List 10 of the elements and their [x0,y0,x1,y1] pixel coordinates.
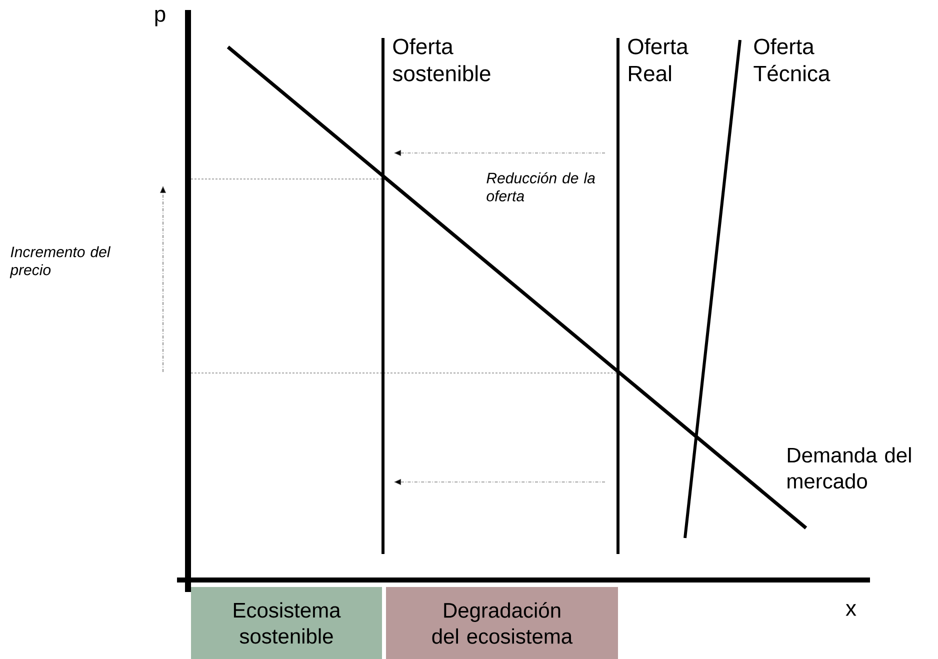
axis-label: p [155,10,166,26]
axis-label: Incremento del precio [10,246,111,278]
region-band: Degradación del ecosistema [386,587,618,659]
axis-label: Oferta Real [628,38,688,82]
axis-label: Demanda del mercado [788,447,911,489]
axis-label: Reducción de la oferta [486,172,595,202]
axis-label: Oferta Técnica [754,38,830,82]
axis-label: x [846,604,856,616]
axis-label: Oferta sostenible [392,38,490,82]
region-band: Ecosistema sostenible [191,587,382,659]
